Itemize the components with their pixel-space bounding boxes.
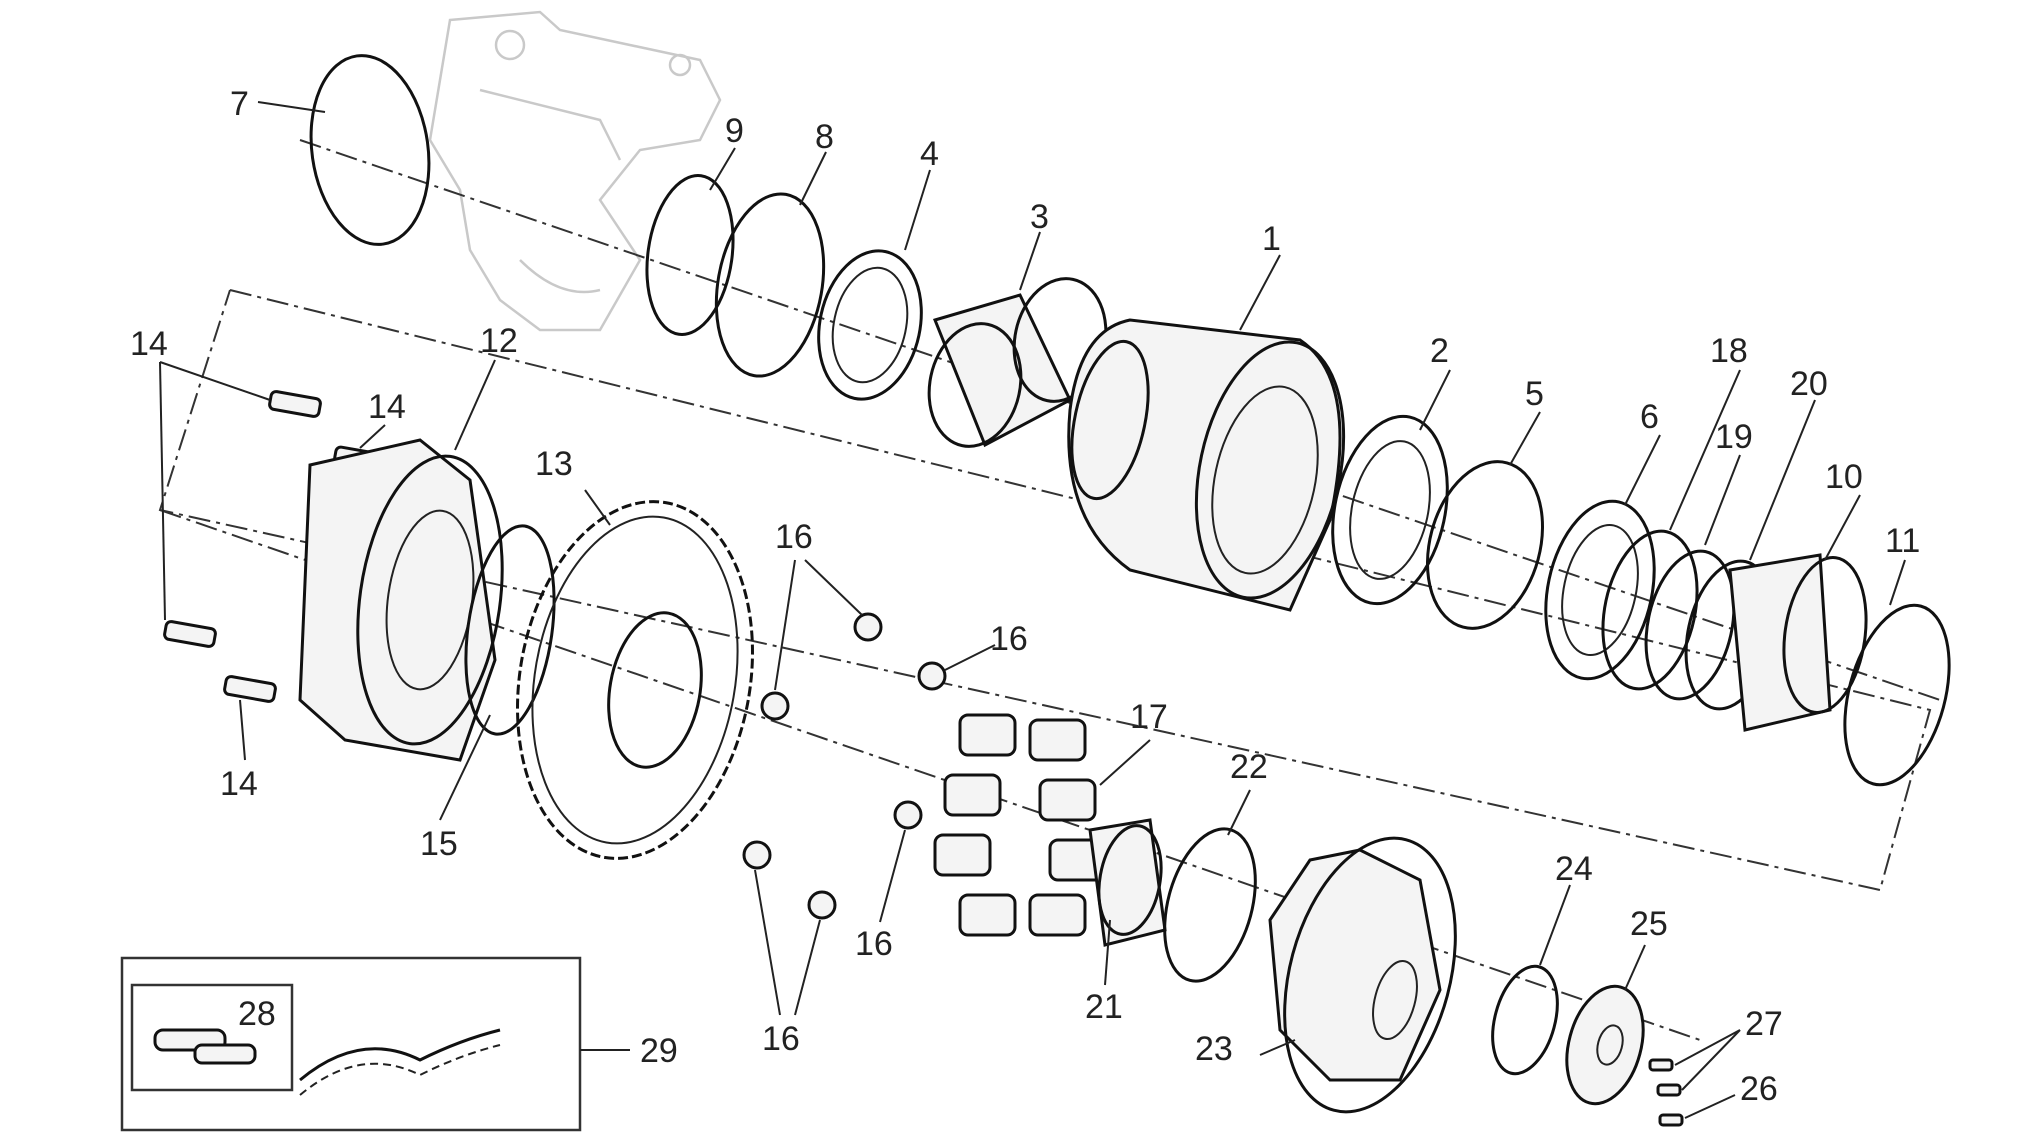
callout-3: 3 [1030, 198, 1049, 236]
part-4-seal [817, 169, 931, 401]
part-7-circlip [257, 54, 431, 246]
callout-10: 10 [1825, 458, 1863, 496]
callout-16d: 16 [762, 1020, 800, 1058]
callout-4: 4 [920, 135, 939, 173]
callout-27: 27 [1745, 1005, 1783, 1043]
part-2-bearing [1331, 369, 1451, 606]
callout-28: 28 [238, 995, 276, 1033]
part-8-oring [714, 151, 827, 378]
callout-16a: 16 [775, 518, 813, 556]
callout-9: 9 [725, 112, 744, 150]
swingarm-ghost [428, 10, 722, 332]
chain-kit-box [120, 956, 630, 1132]
callout-23: 23 [1195, 1030, 1233, 1068]
part-1-eccentric-hub [1067, 254, 1346, 612]
callout-14c: 14 [220, 765, 258, 803]
callout-15: 15 [420, 825, 458, 863]
callout-labels: 7 9 8 4 3 1 2 5 6 18 19 20 10 11 14 14 1… [130, 85, 1920, 1108]
callout-11: 11 [1885, 522, 1920, 560]
part-19-ring [1644, 454, 1741, 701]
part-18-ring [1601, 369, 1741, 691]
part-9-oring [645, 147, 736, 336]
callout-8: 8 [815, 118, 834, 156]
callout-18: 18 [1710, 332, 1748, 370]
callout-19: 19 [1715, 418, 1753, 456]
callout-14a: 14 [130, 325, 168, 363]
callout-7: 7 [230, 85, 249, 123]
callout-29: 29 [640, 1032, 678, 1070]
part-21-spacer [1088, 818, 1167, 986]
callout-16c: 16 [855, 925, 893, 963]
callout-14b: 14 [368, 388, 406, 426]
part-5-circlip [1425, 411, 1545, 630]
part-11-oring [1843, 559, 1951, 787]
part-15-oring [439, 524, 556, 821]
callout-21: 21 [1085, 988, 1123, 1026]
callout-22: 22 [1230, 748, 1268, 786]
callout-26: 26 [1740, 1070, 1778, 1108]
callout-12: 12 [480, 322, 518, 360]
part-10-spacer [1728, 494, 1868, 732]
callout-24: 24 [1555, 850, 1593, 888]
part-24-ring [1491, 884, 1571, 1076]
callout-2: 2 [1430, 332, 1449, 370]
part-22-oring [1163, 789, 1257, 983]
part-16-nuts [742, 559, 996, 1016]
part-23-drive-flange [1259, 836, 1457, 1114]
part-25-cap [1565, 944, 1646, 1106]
callout-6: 6 [1640, 398, 1659, 436]
callout-13: 13 [535, 445, 573, 483]
callout-5: 5 [1525, 375, 1544, 413]
callout-25: 25 [1630, 905, 1668, 943]
part-12-sprocket-carrier [298, 359, 504, 762]
part-26-27-screws [1648, 1029, 1741, 1127]
callout-16b: 16 [990, 620, 1028, 658]
callout-17: 17 [1130, 698, 1168, 736]
callout-20: 20 [1790, 365, 1828, 403]
part-6-seal [1544, 434, 1661, 681]
callout-1: 1 [1262, 220, 1281, 258]
part-13-rear-sprocket [516, 489, 754, 860]
